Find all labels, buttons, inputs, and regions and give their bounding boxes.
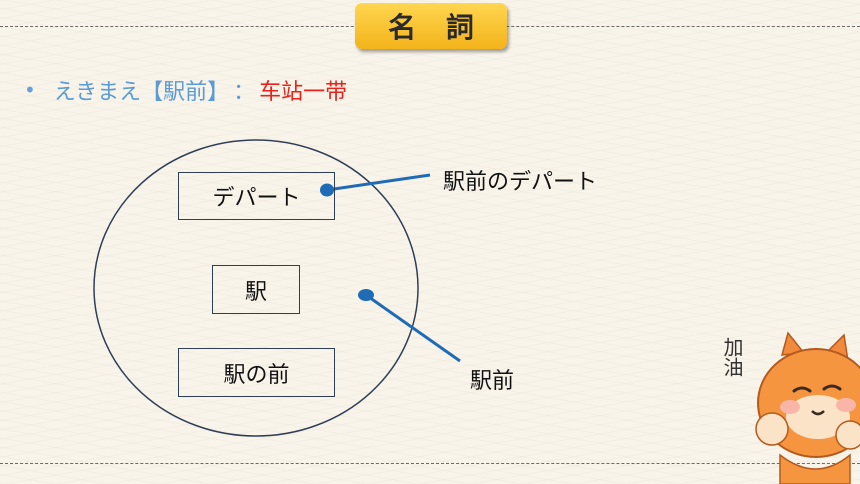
mascot-text: 加油 [720,337,744,377]
box-ekinomae: 駅の前 [178,348,335,397]
vocab-entry: • えきまえ【駅前】 ： 车站一带 [24,74,347,106]
callout-ekimae: 駅前 [470,369,515,394]
pointer-dot-ekimae [358,289,374,301]
page-title: 名 詞 [388,11,484,44]
pointer-line-depart [326,173,431,192]
pointer-dot-depart [320,183,334,197]
callout-ekimae-depart: 駅前のデパート [443,170,598,195]
box-depart-label: デパート [212,186,301,211]
title-badge: 名 詞 [355,3,507,49]
vocab-reading: えきまえ【駅前】 [53,80,230,105]
vocab-separator: ： [233,80,256,105]
ekimae-area-ellipse [93,139,419,437]
box-ekinomae-label: 駅の前 [223,362,290,388]
box-depart: デパート [178,172,335,220]
box-eki-label: 駅 [244,279,267,305]
vocab-meaning: 车站一带 [259,80,348,105]
bullet-icon: • [24,78,36,102]
bottom-dashed-divider [0,463,860,464]
cat-mascot-icon: 加油 [720,331,860,484]
pointer-line-ekimae [365,293,461,363]
box-eki: 駅 [212,265,300,314]
